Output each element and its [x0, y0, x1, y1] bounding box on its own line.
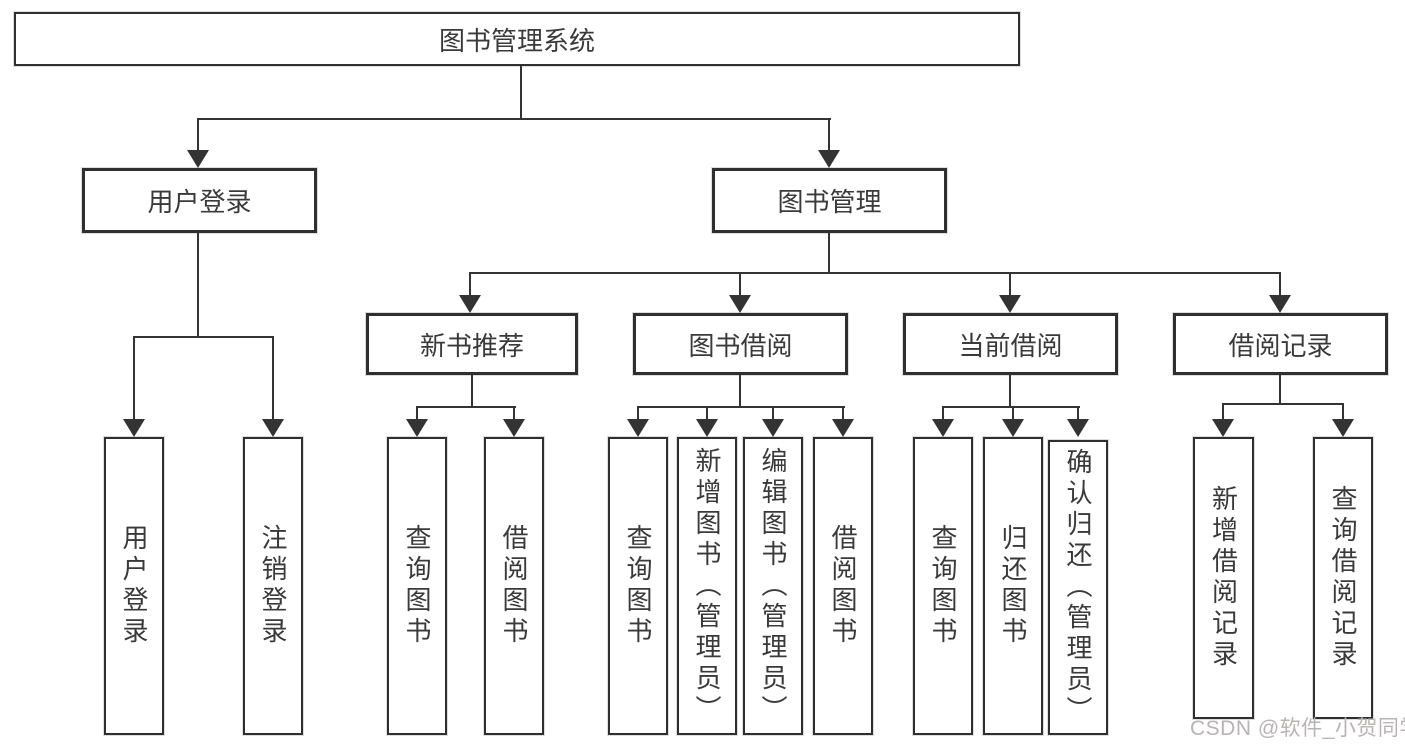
arrow-down [187, 150, 209, 168]
connector-line [1077, 406, 1079, 421]
node-current-borrow: 当前借阅 [903, 313, 1118, 375]
connector-line [1342, 403, 1344, 421]
connector-line [842, 406, 844, 421]
arrow-down [818, 150, 840, 168]
connector-line [706, 406, 708, 421]
connector-line [197, 118, 199, 154]
watermark: CSDN @软件_小贺同学 [1190, 717, 1405, 740]
leaf-query-books-recommend: 查询图书 [387, 437, 447, 735]
leaf-label: 用户登录 [119, 524, 149, 648]
connector-line [739, 375, 741, 408]
leaf-label: 新增图书（管理员） [692, 446, 722, 726]
leaf-return-book: 归还图书 [983, 437, 1043, 735]
connector-line [637, 406, 639, 421]
connector-line [1009, 375, 1011, 408]
node-book-management: 图书管理 [712, 168, 947, 233]
connector-line [197, 118, 831, 120]
arrow-down [932, 419, 954, 437]
connector-line [1222, 403, 1224, 421]
arrow-down [729, 295, 751, 313]
node-new-book-recommend: 新书推荐 [366, 313, 578, 375]
leaf-user-login: 用户登录 [104, 437, 164, 735]
connector-line [469, 272, 1281, 274]
connector-line [1009, 272, 1011, 297]
leaf-label: 注销登录 [258, 524, 288, 648]
connector-line [416, 406, 516, 408]
leaf-label: 查询图书 [623, 524, 653, 648]
arrow-down [262, 419, 284, 437]
arrow-down [1002, 419, 1024, 437]
leaf-label: 编辑图书（管理员） [758, 446, 788, 726]
connector-line [739, 272, 741, 297]
leaf-query-borrow-record: 查询借阅记录 [1313, 437, 1373, 719]
connector-line [1279, 375, 1281, 405]
connector-line [197, 233, 199, 338]
leaf-label: 查询图书 [928, 524, 958, 648]
connector-line [637, 406, 845, 408]
connector-line [471, 375, 473, 408]
leaf-borrow-books: 借阅图书 [813, 437, 873, 735]
arrow-down [832, 419, 854, 437]
connector-line [416, 406, 418, 421]
leaf-edit-book-admin: 编辑图书（管理员） [743, 437, 803, 735]
connector-line [469, 272, 471, 297]
connector-line [942, 406, 1080, 408]
leaf-add-borrow-record: 新增借阅记录 [1193, 437, 1254, 719]
connector-line [828, 233, 830, 274]
arrow-down [1332, 419, 1354, 437]
connector-line [942, 406, 944, 421]
arrow-down [696, 419, 718, 437]
arrow-down [1067, 419, 1089, 437]
leaf-label: 借阅图书 [828, 524, 858, 648]
node-root: 图书管理系统 [14, 12, 1020, 66]
leaf-label: 查询图书 [402, 524, 432, 648]
leaf-borrow-books-recommend: 借阅图书 [484, 437, 544, 735]
arrow-down [503, 419, 525, 437]
leaf-label: 确认归还（管理员） [1063, 448, 1093, 727]
connector-line [828, 118, 830, 154]
arrow-down [762, 419, 784, 437]
leaf-query-books-borrow: 查询图书 [608, 437, 668, 735]
leaf-label: 借阅图书 [499, 524, 529, 648]
connector-line [1012, 406, 1014, 421]
node-user-login: 用户登录 [82, 168, 317, 233]
connector-line [1222, 403, 1344, 405]
leaf-logout: 注销登录 [243, 437, 303, 735]
arrow-down [123, 419, 145, 437]
connector-line [272, 336, 274, 421]
arrow-down [999, 295, 1021, 313]
arrow-down [1212, 419, 1234, 437]
connector-line [133, 336, 135, 421]
leaf-confirm-return-admin: 确认归还（管理员） [1048, 440, 1108, 735]
arrow-down [406, 419, 428, 437]
connector-line [520, 66, 522, 120]
node-borrow-records: 借阅记录 [1173, 313, 1388, 375]
connector-line [133, 336, 274, 338]
arrow-down [459, 295, 481, 313]
leaf-label: 归还图书 [998, 524, 1028, 648]
leaf-add-book-admin: 新增图书（管理员） [677, 437, 737, 735]
connector-line [513, 406, 515, 421]
arrow-down [627, 419, 649, 437]
leaf-query-books-current: 查询图书 [913, 437, 973, 735]
connector-line [1279, 272, 1281, 297]
leaf-label: 查询借阅记录 [1328, 485, 1358, 671]
connector-line [772, 406, 774, 421]
leaf-label: 新增借阅记录 [1208, 485, 1239, 671]
node-book-borrow: 图书借阅 [633, 313, 848, 375]
arrow-down [1269, 295, 1291, 313]
